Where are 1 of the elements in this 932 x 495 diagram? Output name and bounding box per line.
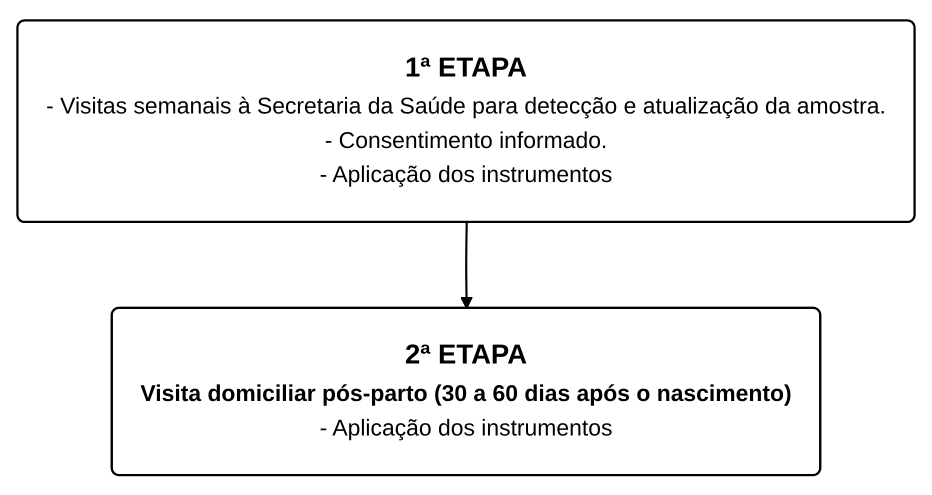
arrow (460, 222, 473, 309)
